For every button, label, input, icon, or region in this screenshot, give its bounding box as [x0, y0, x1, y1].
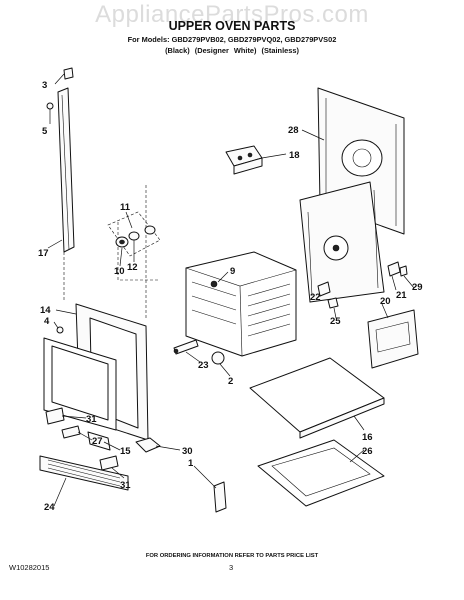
document-id: W10282015 — [9, 563, 50, 572]
callout-3: 3 — [42, 80, 47, 91]
callout-29: 29 — [412, 282, 423, 293]
part-22-bracket — [317, 281, 331, 297]
watermark: AppliancePartsPros.com — [95, 1, 369, 28]
rear-frame-assembly — [299, 181, 385, 303]
part-25-fastener — [327, 297, 339, 309]
callout-28: 28 — [288, 125, 299, 136]
part-24-vent-grille — [39, 455, 129, 491]
callout-4: 4 — [44, 316, 50, 327]
part-30-bracket — [135, 437, 161, 453]
callout-31-lower: 31 — [120, 480, 131, 491]
part-16-insulation-tray — [249, 357, 385, 439]
part-31-clip-upper — [45, 407, 65, 425]
part-3-clip — [63, 67, 74, 80]
callout-24: 24 — [44, 502, 55, 513]
colors-line: (Black) (Designer White) (Stainless) — [165, 46, 299, 55]
part-18-terminal-block — [225, 145, 263, 175]
part-31-clip-lower — [99, 455, 119, 471]
part-2-knob — [211, 351, 225, 365]
part-27-clip — [61, 425, 81, 439]
part-23-sensor — [173, 339, 199, 355]
part-4-screw — [56, 326, 64, 334]
models-line: For Models: GBD279PVB02, GBD279PVQ02, GB… — [127, 35, 337, 44]
callout-1: 1 — [188, 458, 194, 469]
callout-15: 15 — [120, 446, 131, 457]
part-10-11-12-switch-group — [107, 211, 161, 257]
callout-25: 25 — [330, 316, 341, 327]
callout-30: 30 — [182, 446, 193, 457]
page-title: UPPER OVEN PARTS — [168, 19, 296, 33]
callout-18: 18 — [289, 150, 300, 161]
part-29-clip — [399, 265, 408, 277]
callout-20: 20 — [380, 296, 391, 307]
callout-14: 14 — [40, 305, 51, 316]
callout-22: 22 — [310, 292, 321, 303]
callout-27: 27 — [92, 436, 103, 447]
callout-31-upper: 31 — [86, 414, 97, 425]
leader-lines — [47, 73, 415, 507]
callout-17: 17 — [38, 248, 49, 259]
part-17-side-trim — [57, 87, 75, 253]
callout-12: 12 — [127, 262, 138, 273]
callout-21: 21 — [396, 290, 407, 301]
callout-11: 11 — [120, 202, 131, 213]
callout-26: 26 — [362, 446, 373, 457]
door-gasket — [43, 337, 117, 431]
callout-23: 23 — [198, 360, 209, 371]
part-1-bracket — [213, 481, 227, 513]
part-5-screw — [46, 102, 54, 110]
callout-9: 9 — [230, 266, 235, 277]
callout-labels: 3 5 17 11 10 12 9 28 18 22 25 21 29 20 1… — [38, 80, 423, 513]
part-9-oven-cavity — [185, 251, 297, 357]
part-21-switch — [387, 261, 401, 277]
callout-16: 16 — [362, 432, 373, 443]
part-15-bracket — [87, 431, 111, 451]
ordering-note: FOR ORDERING INFORMATION REFER TO PARTS … — [145, 553, 319, 559]
callout-5: 5 — [42, 126, 48, 137]
part-26-lower-pan — [257, 439, 385, 507]
page-number: 3 — [229, 563, 234, 572]
part-20-panel-housing — [367, 309, 419, 369]
callout-10: 10 — [114, 266, 125, 277]
callout-2: 2 — [228, 376, 233, 387]
